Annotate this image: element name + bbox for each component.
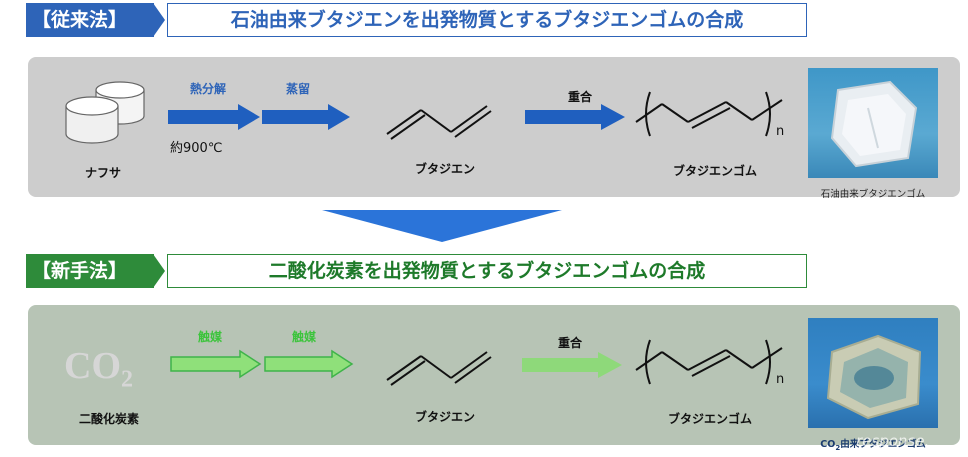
distillation-label: 蒸留	[285, 82, 310, 96]
rubber-label-bottom: ブタジエンゴム	[667, 412, 752, 426]
tag-arrow-tip-green	[153, 254, 165, 288]
polybutadiene-structure-bottom	[635, 339, 783, 385]
catalyst-arrow-2	[264, 349, 354, 379]
watermark: response.	[856, 432, 930, 450]
distillation-arrow	[262, 104, 350, 130]
co2-label: 二酸化炭素	[78, 412, 139, 426]
polymerize-arrow-top	[525, 104, 625, 130]
tag-arrow-tip	[153, 3, 165, 37]
catalyst-label-1: 触媒	[197, 330, 222, 344]
conventional-tag: 【従来法】	[26, 3, 154, 37]
pyrolysis-arrow	[168, 104, 260, 130]
caption-co2: CO	[820, 439, 836, 450]
butadiene-structure-bottom	[386, 351, 492, 386]
polymerize-arrow-bottom	[522, 352, 622, 378]
naphtha-cylinders-icon	[65, 81, 145, 144]
butadiene-label-top: ブタジエン	[414, 162, 475, 176]
subscript-n-bottom: n	[776, 372, 785, 387]
co2-sub: 2	[121, 366, 133, 393]
caption-rest: 由来ブタジエンゴム	[840, 439, 926, 450]
co2-symbol: CO2	[64, 344, 133, 394]
new-method-panel	[28, 305, 960, 445]
caption-co2-sub: 2	[835, 443, 841, 452]
co2-rubber-photo	[808, 318, 938, 428]
polymerize-label-top: 重合	[567, 90, 592, 104]
conventional-title: 石油由来ブタジエンを出発物質とするブタジエンゴムの合成	[167, 3, 807, 37]
catalyst-arrow-1	[170, 349, 262, 379]
catalyst-label-2: 触媒	[291, 330, 316, 344]
new-method-title: 二酸化炭素を出発物質とするブタジエンゴムの合成	[167, 254, 807, 288]
naphtha-label: ナフサ	[84, 166, 121, 180]
rubber-label-top: ブタジエンゴム	[672, 164, 757, 178]
pyrolysis-temp: 約900℃	[170, 141, 223, 156]
subscript-n-top: n	[776, 124, 785, 139]
new-method-tag: 【新手法】	[26, 254, 154, 288]
petroleum-rubber-caption: 石油由来ブタジエンゴム	[820, 189, 926, 200]
transition-down-arrow	[322, 210, 562, 242]
conventional-panel	[28, 57, 960, 197]
butadiene-label-bottom: ブタジエン	[414, 410, 475, 424]
petroleum-rubber-photo	[808, 68, 938, 178]
polymerize-label-bottom: 重合	[557, 336, 582, 350]
polybutadiene-structure-top	[635, 91, 783, 137]
butadiene-structure-top	[386, 105, 492, 140]
co2-rubber-caption: CO2由来ブタジエンゴム	[808, 436, 938, 452]
pyrolysis-label: 熱分解	[189, 82, 226, 96]
co2-main: CO	[64, 345, 121, 387]
